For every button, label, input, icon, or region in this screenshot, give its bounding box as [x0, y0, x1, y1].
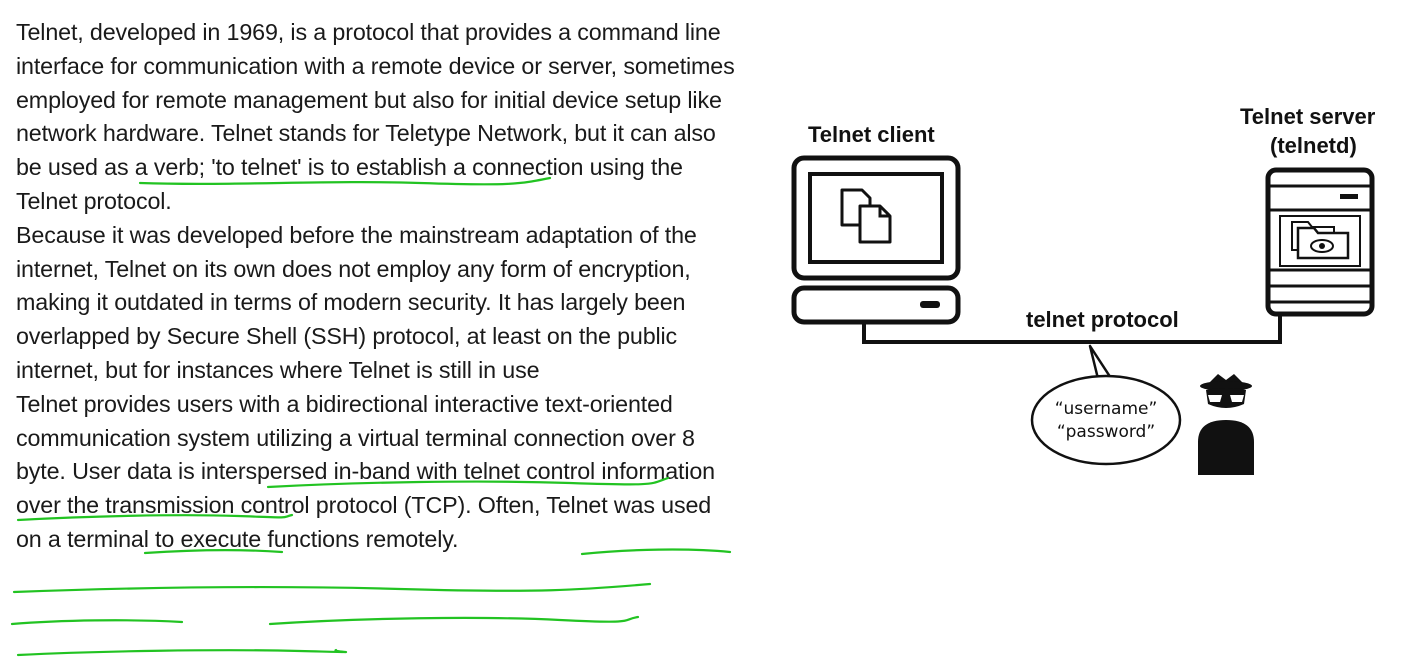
article-paragraph: Telnet, developed in 1969, is a protocol…	[16, 19, 735, 214]
speech-bubble-icon	[1030, 344, 1182, 466]
server-label-line1: Telnet server	[1240, 104, 1376, 129]
underline-execute-functions	[16, 648, 347, 657]
server-label-line2: (telnetd)	[1270, 133, 1357, 158]
folder-eye-icon	[1291, 221, 1350, 260]
telnet-diagram: Telnet client Telnet server (telnetd) te…	[791, 104, 1376, 475]
article-body: Telnet, developed in 1969, is a protocol…	[16, 16, 736, 557]
article-paragraph: Because it was developed before the main…	[16, 221, 697, 383]
protocol-label: telnet protocol	[1026, 307, 1179, 332]
spy-hacker-icon	[1198, 374, 1254, 475]
bubble-username: “username”	[1055, 399, 1158, 419]
underline-telnet-control	[12, 582, 652, 594]
client-label: Telnet client	[808, 122, 935, 147]
bubble-password: “password”	[1057, 422, 1155, 442]
documents-icon	[840, 188, 892, 244]
underline-telnet-used	[268, 615, 640, 626]
article-paragraph: Telnet provides users with a bidirection…	[16, 390, 715, 552]
connection-line	[862, 314, 1282, 344]
underline-protocol-tcp	[10, 619, 184, 626]
